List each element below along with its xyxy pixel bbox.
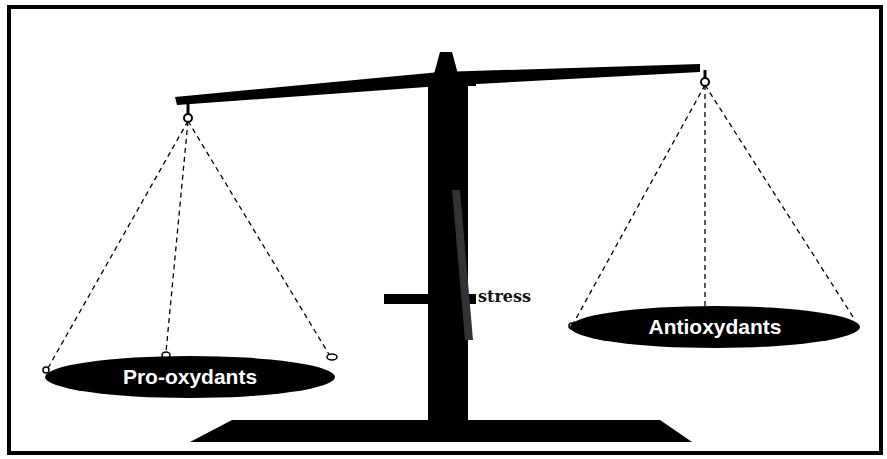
hook	[184, 114, 192, 122]
pan-ellipse: Antioxydants	[570, 306, 860, 348]
pan-label: Antioxydants	[648, 315, 781, 339]
scale-beam	[175, 64, 700, 105]
scale-base	[190, 420, 692, 442]
pan-ellipse: Pro-oxydants	[45, 356, 335, 398]
hook-stem	[704, 70, 707, 78]
stress-label: stress	[476, 287, 533, 306]
pan-strings	[48, 85, 855, 368]
pivot-knob	[434, 52, 458, 74]
hook	[701, 78, 709, 86]
scale-needle	[452, 190, 473, 340]
hook-stem	[187, 104, 190, 114]
pan-label: Pro-oxydants	[123, 365, 257, 389]
frame	[9, 7, 881, 453]
